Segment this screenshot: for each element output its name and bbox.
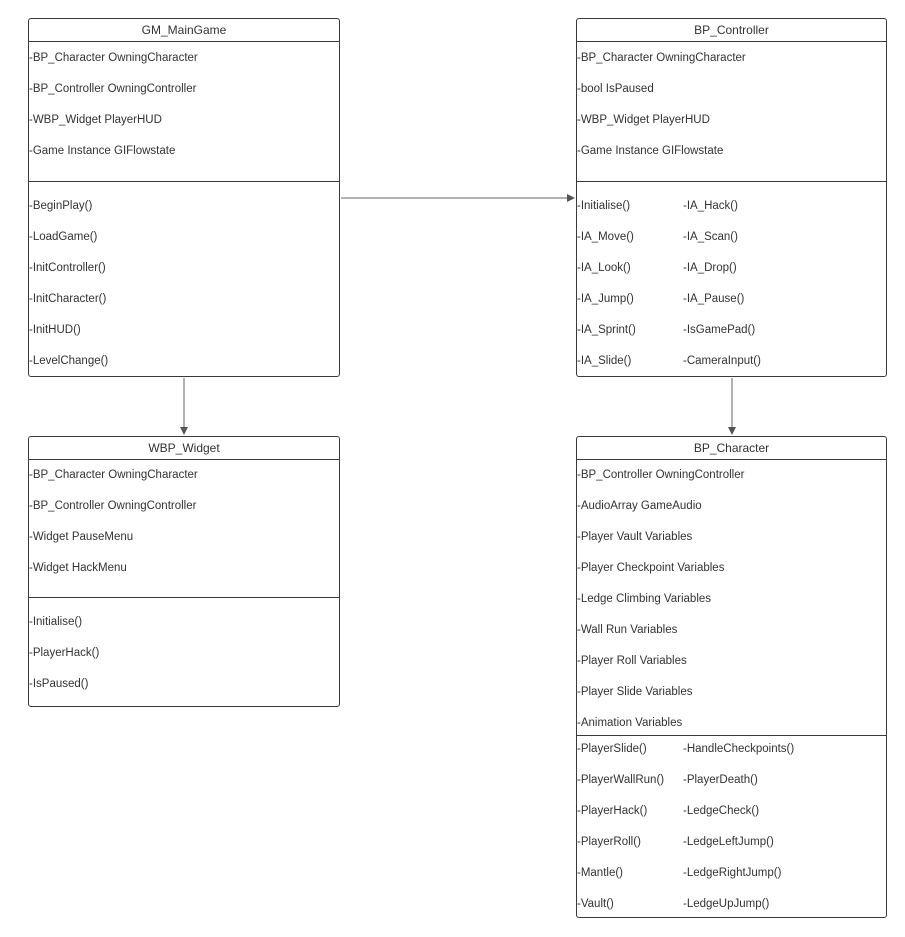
attribute-row: -WBP_Widget PlayerHUD xyxy=(577,114,710,126)
method-row: -InitController() xyxy=(29,262,106,274)
attribute-row: -Ledge Climbing Variables xyxy=(577,593,712,605)
method-row: -IA_Sprint() xyxy=(577,324,636,336)
attribute-row: -AudioArray GameAudio xyxy=(577,500,702,512)
method-row: -Vault() xyxy=(577,898,614,910)
method-row: -CameraInput() xyxy=(683,355,761,367)
method-row: -IA_Drop() xyxy=(683,262,737,274)
method-row: -BeginPlay() xyxy=(29,200,93,212)
attribute-row: -Widget PauseMenu xyxy=(29,531,134,543)
method-row: -IA_Hack() xyxy=(683,200,738,212)
method-row: -PlayerSlide() xyxy=(577,743,647,755)
method-row: -IsPaused() xyxy=(29,678,89,690)
method-row: -InitHUD() xyxy=(29,324,81,336)
method-row: -Initialise() xyxy=(577,200,631,212)
attribute-row: -Widget HackMenu xyxy=(29,562,127,574)
method-row: -PlayerRoll() xyxy=(577,836,641,848)
attributes-section: -BP_Controller OwningController -AudioAr… xyxy=(577,460,886,736)
method-row: -PlayerHack() xyxy=(29,647,100,659)
class-box-bp-character[interactable]: BP_Character -BP_Controller OwningContro… xyxy=(576,436,887,918)
method-row: -IA_Jump() xyxy=(577,293,634,305)
method-row: -LedgeRightJump() xyxy=(683,867,782,879)
attribute-row: -Game Instance GIFlowstate xyxy=(29,145,176,157)
method-row: -PlayerHack() xyxy=(577,805,648,817)
class-title: BP_Controller xyxy=(577,19,886,42)
method-row: -IA_Pause() xyxy=(683,293,745,305)
class-box-bp-controller[interactable]: BP_Controller -BP_Character OwningCharac… xyxy=(576,18,887,377)
method-row: -IA_Scan() xyxy=(683,231,738,243)
method-row: -InitCharacter() xyxy=(29,293,107,305)
class-title: GM_MainGame xyxy=(29,19,339,42)
class-box-wbp-widget[interactable]: WBP_Widget -BP_Character OwningCharacter… xyxy=(28,436,340,707)
attributes-section: -BP_Character OwningCharacter -BP_Contro… xyxy=(29,460,339,598)
method-row: -IsGamePad() xyxy=(683,324,756,336)
class-box-gm-maingame[interactable]: GM_MainGame -BP_Character OwningCharacte… xyxy=(28,18,340,377)
attribute-row: -Player Checkpoint Variables xyxy=(577,562,725,574)
method-row: -LevelChange() xyxy=(29,355,109,367)
attribute-row: -bool IsPaused xyxy=(577,83,654,95)
method-row: -Initialise() xyxy=(29,616,83,628)
attribute-row: -Player Roll Variables xyxy=(577,655,687,667)
attribute-row: -Animation Variables xyxy=(577,717,683,729)
attribute-row: -BP_Controller OwningController xyxy=(29,83,197,95)
attribute-row: -BP_Character OwningCharacter xyxy=(29,52,198,64)
attribute-row: -BP_Character OwningCharacter xyxy=(29,469,198,481)
attributes-section: -BP_Character OwningCharacter -bool IsPa… xyxy=(577,42,886,182)
attribute-row: -Player Vault Variables xyxy=(577,531,693,543)
attribute-row: -Game Instance GIFlowstate xyxy=(577,145,724,157)
attribute-row: -Wall Run Variables xyxy=(577,624,678,636)
method-row: -LedgeLeftJump() xyxy=(683,836,774,848)
method-row: -IA_Move() xyxy=(577,231,634,243)
attribute-row: -BP_Controller OwningController xyxy=(577,469,745,481)
method-row: -PlayerWallRun() xyxy=(577,774,665,786)
method-row: -IA_Look() xyxy=(577,262,631,274)
method-row: -PlayerDeath() xyxy=(683,774,758,786)
method-row: -HandleCheckpoints() xyxy=(683,743,795,755)
attribute-row: -BP_Character OwningCharacter xyxy=(577,52,746,64)
class-title: BP_Character xyxy=(577,437,886,460)
attributes-section: -BP_Character OwningCharacter -BP_Contro… xyxy=(29,42,339,182)
attribute-row: -BP_Controller OwningController xyxy=(29,500,197,512)
method-row: -LedgeUpJump() xyxy=(683,898,770,910)
method-row: -LedgeCheck() xyxy=(683,805,760,817)
method-row: -Mantle() xyxy=(577,867,624,879)
attribute-row: -WBP_Widget PlayerHUD xyxy=(29,114,162,126)
method-row: -IA_Slide() xyxy=(577,355,632,367)
attribute-row: -Player Slide Variables xyxy=(577,686,693,698)
class-title: WBP_Widget xyxy=(29,437,339,460)
method-row: -LoadGame() xyxy=(29,231,98,243)
